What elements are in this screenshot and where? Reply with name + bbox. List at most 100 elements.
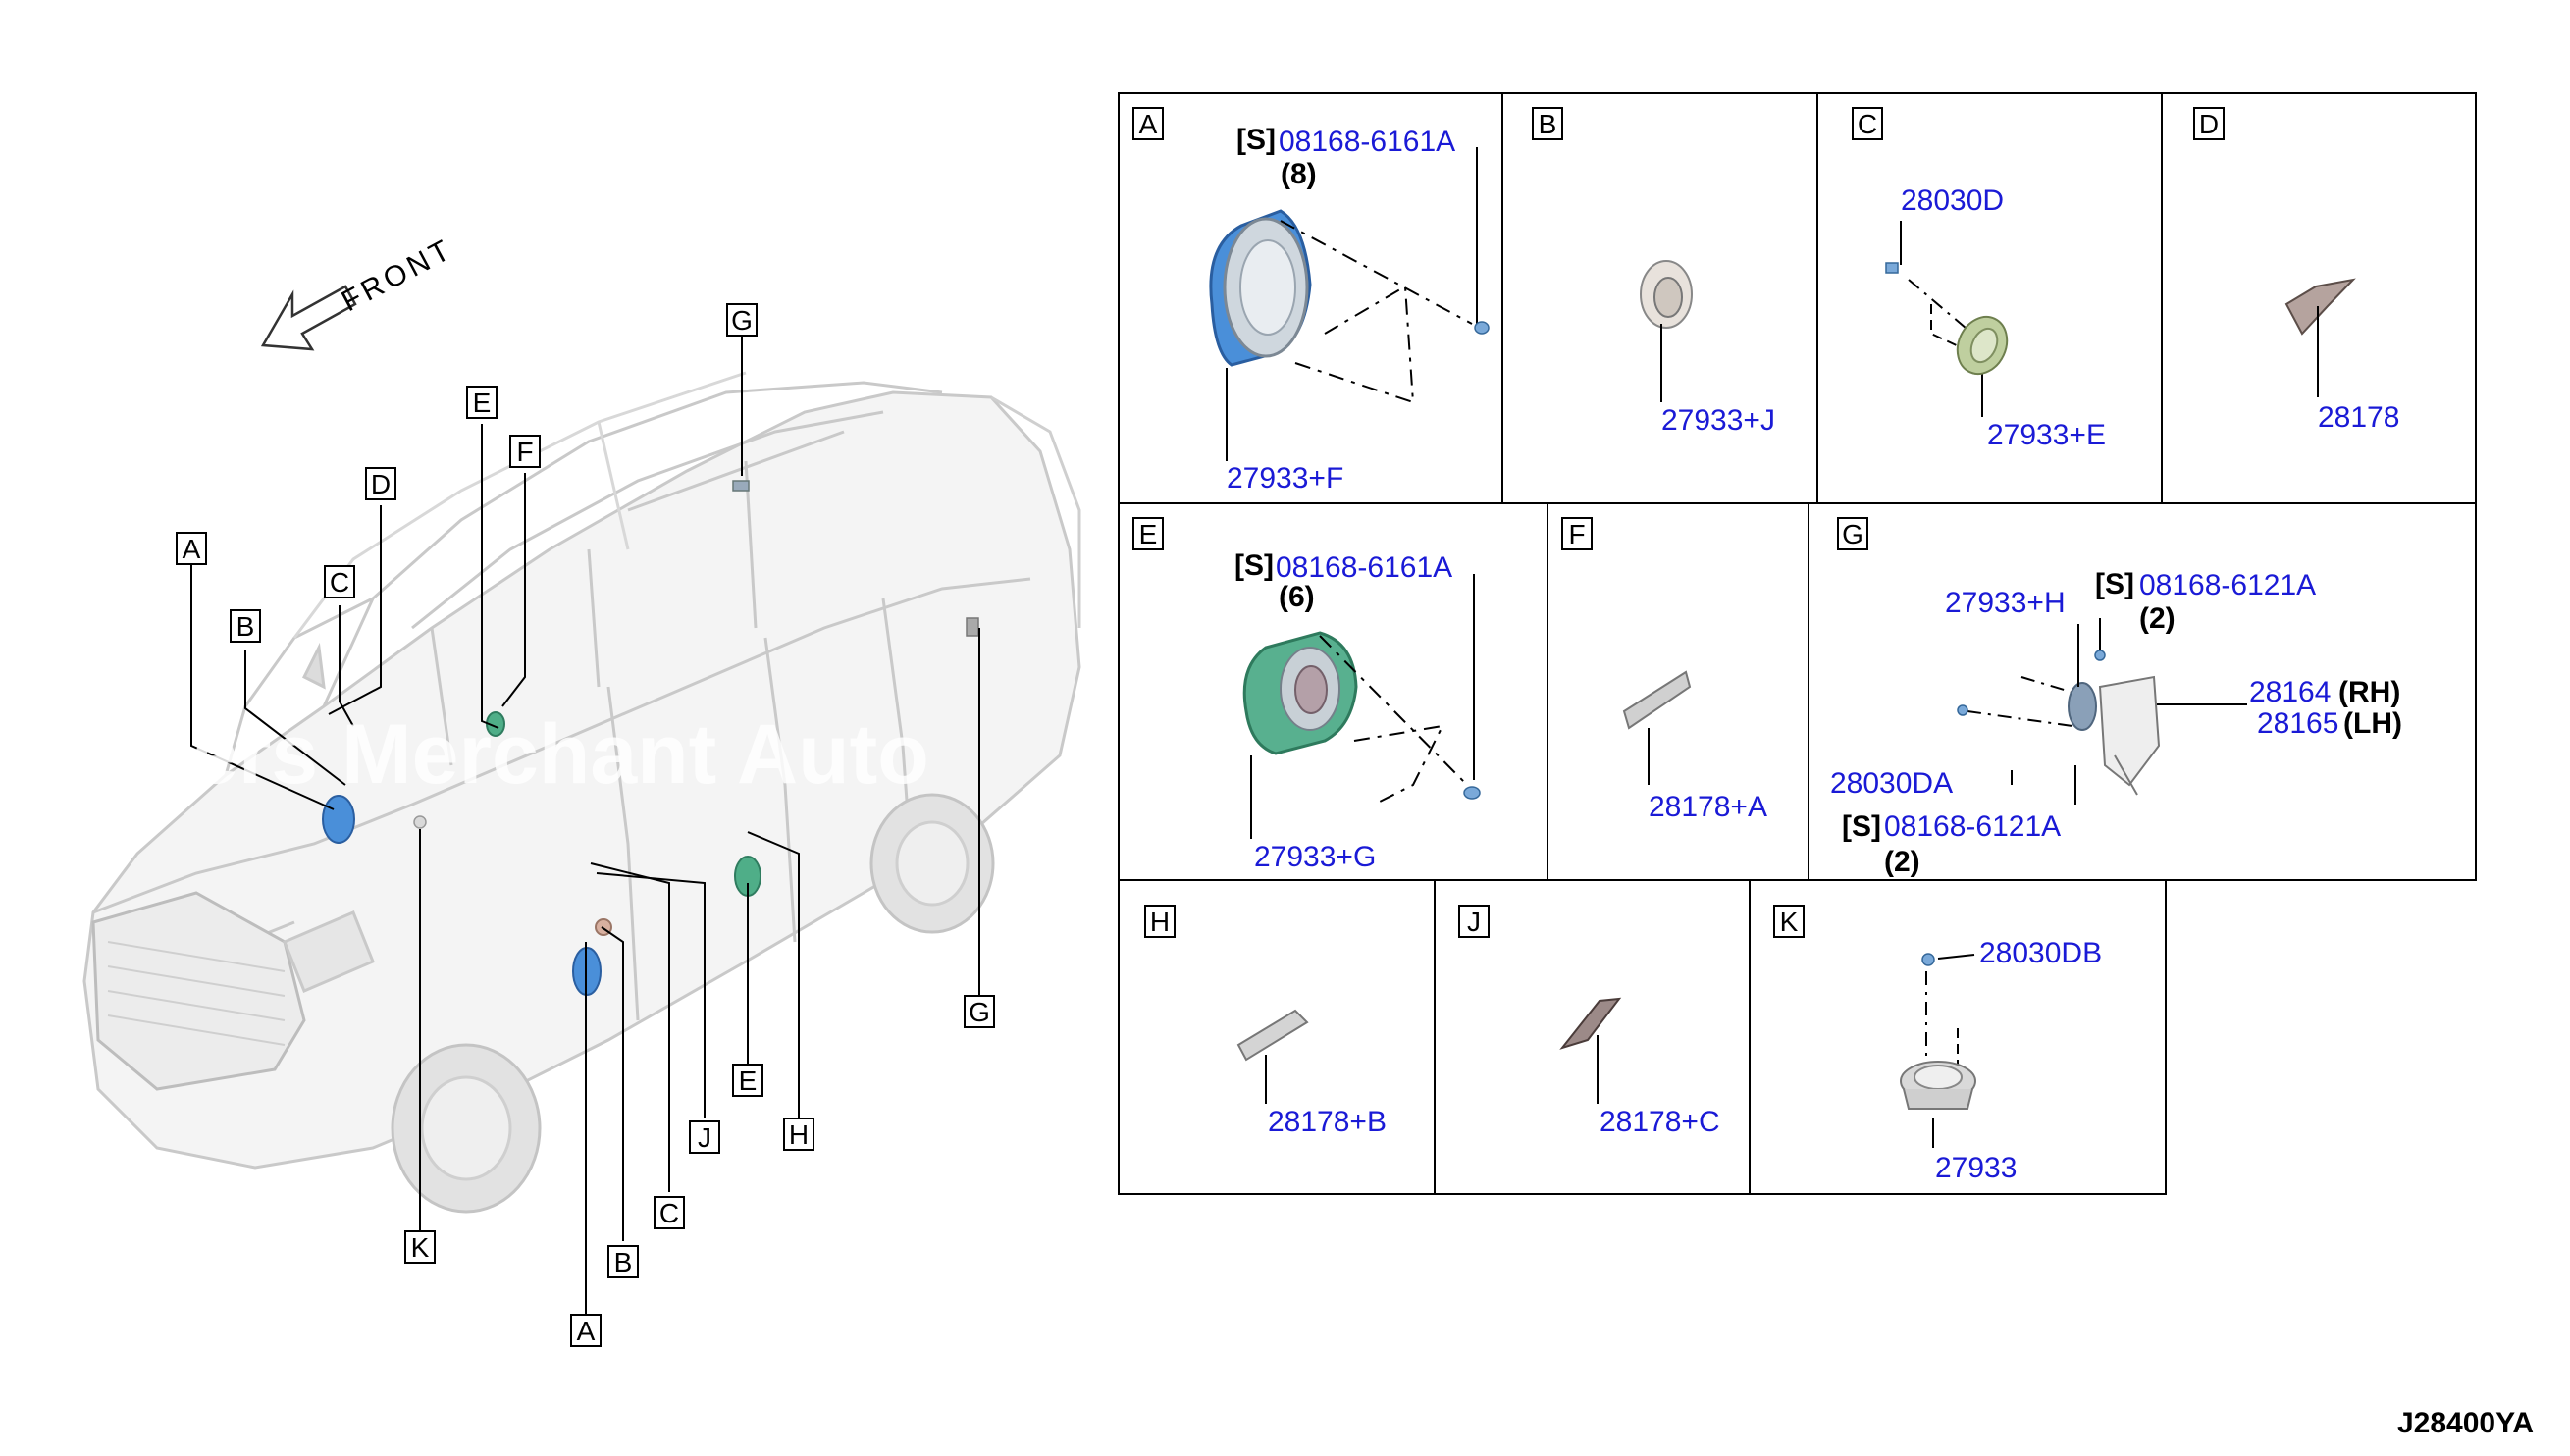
svg-text:A: A <box>183 534 201 564</box>
panel-g-s-tag-1: [S] <box>2095 568 2134 600</box>
panel-e-bolt: 08168-6161A <box>1276 551 1452 584</box>
panel-h-letter: H <box>1150 907 1170 937</box>
callout-k-bottom: K <box>404 1230 436 1264</box>
speaker-g-top-icon <box>732 480 750 492</box>
diagram-code: J28400YA <box>2397 1407 2534 1439</box>
panel-k-lines <box>1925 954 1975 1148</box>
panel-f-part: 28178+A <box>1649 791 1767 823</box>
callout-g-bottom: G <box>964 995 995 1028</box>
panel-d: D 28178 <box>2193 107 2399 434</box>
callout-labels: A B C D E F G A B C J E H G K <box>176 303 995 1347</box>
panel-c: C 28030D 27933+E <box>1852 107 2106 451</box>
svg-text:E: E <box>739 1066 758 1096</box>
panel-e-lines <box>1250 574 1475 839</box>
panel-a-lines <box>1226 147 1478 461</box>
svg-text:G: G <box>969 997 990 1027</box>
panel-g-lh: (LH) <box>2343 707 2402 740</box>
panel-e-letter: E <box>1139 519 1158 549</box>
panel-g-lh-part: 28165 <box>2257 707 2338 740</box>
panel-g-bolt-2: 08168-6121A <box>1884 810 2061 843</box>
svg-text:E: E <box>473 388 492 418</box>
speaker-g-rear-icon <box>966 617 979 637</box>
svg-text:A: A <box>577 1316 596 1346</box>
panel-a-bolt: 08168-6161A <box>1279 126 1455 158</box>
panel-a-part: 27933+F <box>1227 462 1343 494</box>
panel-g: G 27933+H [S] 08168-6121A (2) 28164 (RH)… <box>1830 517 2402 878</box>
bracket-j-detail-icon <box>1559 997 1622 1050</box>
callout-b-bottom: B <box>607 1245 639 1278</box>
panel-g-clip: 28030DA <box>1830 767 1953 800</box>
svg-text:G: G <box>731 305 753 336</box>
panel-k-part: 27933 <box>1935 1152 2017 1184</box>
callout-c-top: C <box>324 565 355 598</box>
panel-j: J 28178+C <box>1458 905 1720 1138</box>
svg-text:J: J <box>698 1122 711 1153</box>
panel-g-bolt-top-icon <box>2094 650 2106 661</box>
svg-text:B: B <box>614 1247 633 1277</box>
speaker-k-detail-icon <box>1900 1061 1976 1110</box>
panel-b-letter: B <box>1539 109 1557 139</box>
panel-h: H 28178+B <box>1144 905 1387 1138</box>
detail-panels <box>1118 92 2477 1195</box>
speaker-c-detail-icon <box>1956 315 2009 376</box>
panel-a-qty: (8) <box>1281 158 1317 190</box>
callout-g-top: G <box>726 303 758 337</box>
callout-leader-lines <box>190 334 980 1325</box>
callout-d-top: D <box>365 467 396 500</box>
callout-c-bottom: C <box>654 1196 685 1229</box>
panel-k-clip-icon <box>1921 953 1935 966</box>
panel-g-s-tag-2: [S] <box>1842 810 1881 843</box>
panel-c-clip: 28030D <box>1901 184 2004 217</box>
vehicle-illustration <box>82 371 1081 1214</box>
panel-e-part: 27933+G <box>1254 841 1376 873</box>
panel-k-letter: K <box>1780 907 1799 937</box>
callout-e-top: E <box>466 386 498 419</box>
front-arrow-icon: FRONT <box>260 233 458 351</box>
callout-h-bottom: H <box>783 1118 814 1151</box>
bracket-f-detail-icon <box>1622 670 1692 730</box>
panel-a-s-tag: [S] <box>1236 124 1276 156</box>
speaker-e-detail-icon <box>1242 631 1358 755</box>
svg-text:H: H <box>789 1119 809 1150</box>
panel-h-part: 28178+B <box>1268 1106 1387 1138</box>
watermark: ers Merchant Auto <box>191 707 929 802</box>
panel-j-letter: J <box>1467 907 1481 937</box>
panel-f: F 28178+A <box>1561 517 1767 823</box>
panel-g-letter: G <box>1842 519 1863 549</box>
panel-g-bolt-1: 08168-6121A <box>2139 569 2316 601</box>
callout-a-top: A <box>176 532 207 565</box>
panel-e-qty: (6) <box>1279 581 1315 613</box>
panel-d-part: 28178 <box>2318 401 2399 434</box>
panel-g-qty-2: (2) <box>1884 846 1920 878</box>
panel-e-s-tag: [S] <box>1234 549 1274 582</box>
bracket-d-detail-icon <box>2284 278 2356 336</box>
panel-g-lines <box>1967 618 2247 805</box>
panel-g-qty-1: (2) <box>2139 602 2176 635</box>
callout-e-bottom: E <box>732 1064 763 1097</box>
speaker-a-front-icon <box>322 795 355 844</box>
svg-text:C: C <box>330 567 349 598</box>
speaker-k-icon <box>413 815 427 829</box>
panel-f-letter: F <box>1568 519 1585 549</box>
panel-c-clip-icon <box>1885 262 1899 274</box>
speaker-a-icon <box>1209 209 1312 367</box>
panel-a-letter: A <box>1139 109 1158 139</box>
panel-d-letter: D <box>2199 109 2219 139</box>
panel-g-bolt-icon <box>1957 704 1968 716</box>
svg-text:C: C <box>659 1198 679 1228</box>
tweeter-b-detail-icon <box>1640 260 1693 329</box>
svg-text:B: B <box>236 611 255 642</box>
panel-e-bolt-icon <box>1463 786 1481 800</box>
panel-c-letter: C <box>1858 109 1877 139</box>
svg-text:F: F <box>516 437 533 467</box>
vehicle-overview: FRONT <box>82 233 1081 1347</box>
svg-text:K: K <box>411 1232 430 1263</box>
speaker-g-detail-icon <box>2068 675 2161 796</box>
panel-a-bolt-icon <box>1474 321 1490 335</box>
callout-j-bottom: J <box>689 1120 720 1154</box>
panel-c-lines <box>1900 221 1983 417</box>
panel-b: B 27933+J <box>1532 107 1775 437</box>
panel-e: E [S] 08168-6161A (6) 27933+G <box>1132 517 1481 873</box>
panel-b-part: 27933+J <box>1661 404 1775 437</box>
